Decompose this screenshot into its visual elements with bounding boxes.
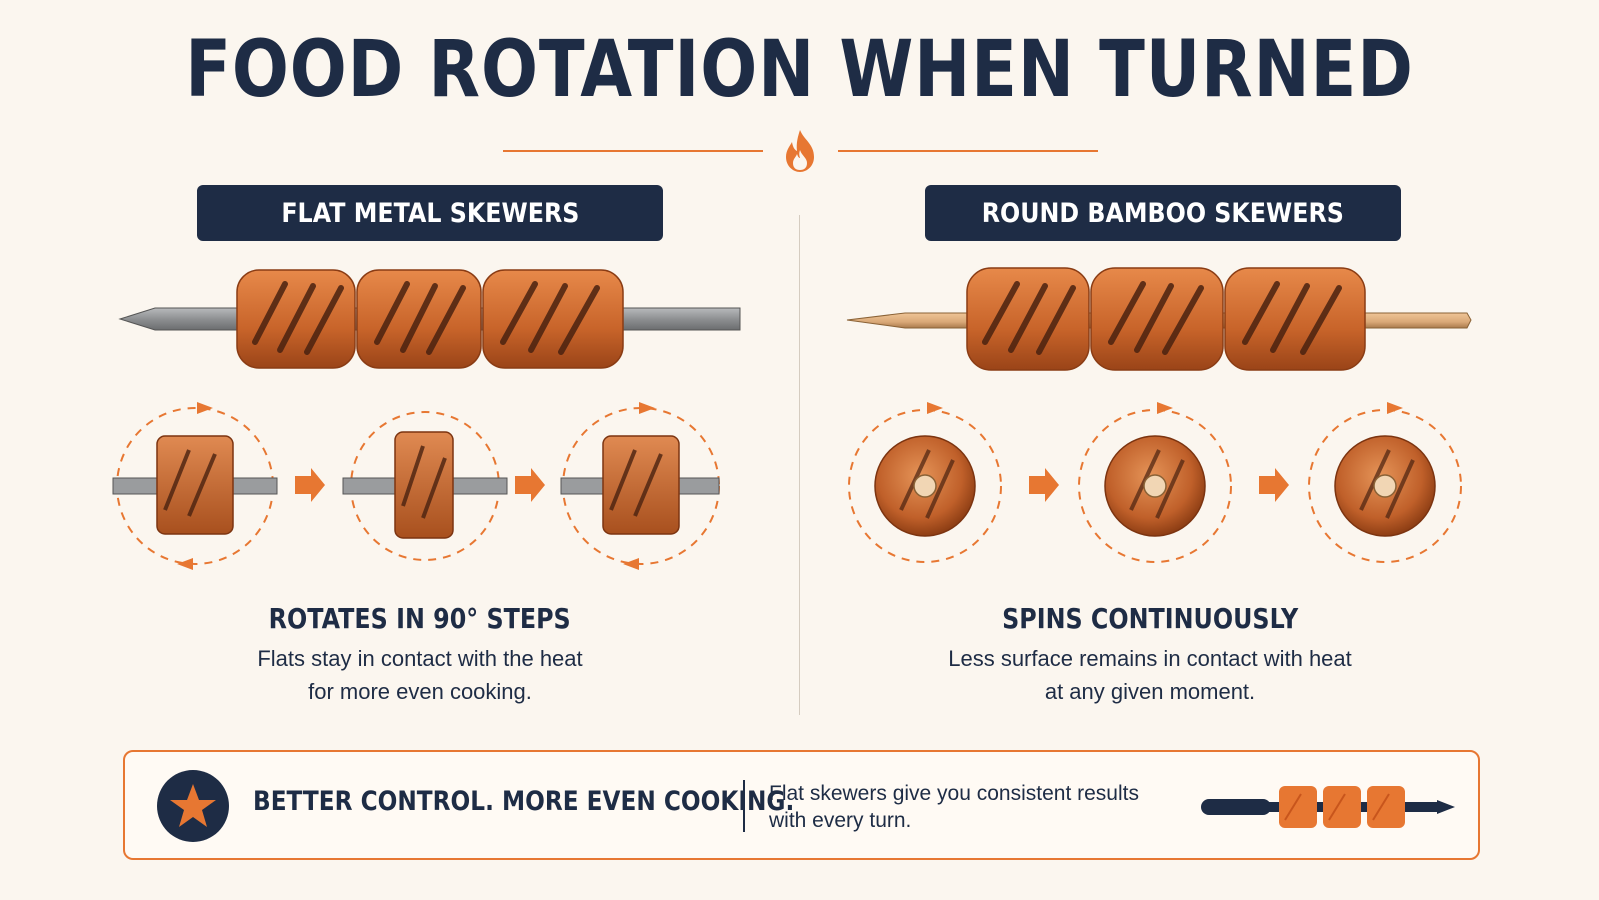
rotation-arrow-icon [1387, 402, 1403, 414]
summary-text-line-2: with every turn. [769, 809, 912, 832]
round-bamboo-skewer-illustration [846, 267, 1472, 371]
mini-flat-skewer-icon [1201, 786, 1455, 828]
spin-step-2 [1078, 402, 1232, 563]
rotation-step-3 [560, 402, 720, 570]
meat-chunk [356, 269, 482, 369]
summary-text-line-1: Flat skewers give you consistent results [769, 782, 1139, 805]
page-title: FOOD ROTATION WHEN TURNED [185, 25, 1414, 115]
rotation-step-2 [342, 411, 508, 561]
flat-caption-line-2: for more even cooking. [308, 679, 532, 704]
arrow-right-icon [515, 468, 545, 502]
arrow-right-icon [295, 468, 325, 502]
rotation-arrow-icon [197, 402, 213, 414]
meat-chunk [1224, 267, 1366, 371]
summary-headline: BETTER CONTROL. MORE EVEN COOKING. [253, 786, 795, 817]
flat-metal-skewer-illustration [118, 269, 741, 369]
arrow-right-icon [1259, 468, 1289, 502]
meat-chunk [1090, 267, 1224, 371]
flat-caption-title: ROTATES IN 90° STEPS [268, 602, 572, 635]
summary-box: BETTER CONTROL. MORE EVEN COOKING. Flat … [123, 750, 1480, 860]
meat-chunk [236, 269, 356, 369]
column-divider [799, 215, 800, 715]
flat-metal-skewers-header: FLAT METAL SKEWERS [197, 185, 663, 241]
rotation-arrow-icon [623, 558, 639, 570]
spin-step-1 [848, 402, 1002, 563]
meat-chunk [966, 267, 1090, 371]
summary-separator [743, 780, 745, 832]
round-skewer-rotation-sequence [848, 402, 1462, 563]
title-rule-right [838, 150, 1098, 152]
star-icon [170, 784, 216, 827]
meat-chunk [482, 269, 624, 369]
flat-skewer-rotation-sequence [112, 402, 720, 570]
rotation-arrow-icon [927, 402, 943, 414]
rotation-arrow-icon [1157, 402, 1173, 414]
flat-caption-line-1: Flats stay in contact with the heat [257, 646, 583, 671]
arrow-right-icon [1029, 468, 1059, 502]
spin-step-3 [1308, 402, 1462, 563]
title-rule-left [503, 150, 763, 152]
rotation-arrow-icon [177, 558, 193, 570]
round-caption-line-2: at any given moment. [1044, 679, 1256, 704]
round-caption-line-1: Less surface remains in contact with hea… [948, 646, 1352, 671]
round-caption-body: Less surface remains in contact with hea… [850, 642, 1450, 708]
rotation-step-1 [112, 402, 278, 570]
summary-text: Flat skewers give you consistent results… [769, 780, 1199, 834]
round-caption-title: SPINS CONTINUOUSLY [1001, 602, 1299, 635]
rotation-arrow-icon [639, 402, 655, 414]
star-badge [157, 770, 229, 842]
flame-icon [786, 130, 814, 172]
flat-caption-body: Flats stay in contact with the heat for … [120, 642, 720, 708]
round-bamboo-skewers-header: ROUND BAMBOO SKEWERS [925, 185, 1401, 241]
